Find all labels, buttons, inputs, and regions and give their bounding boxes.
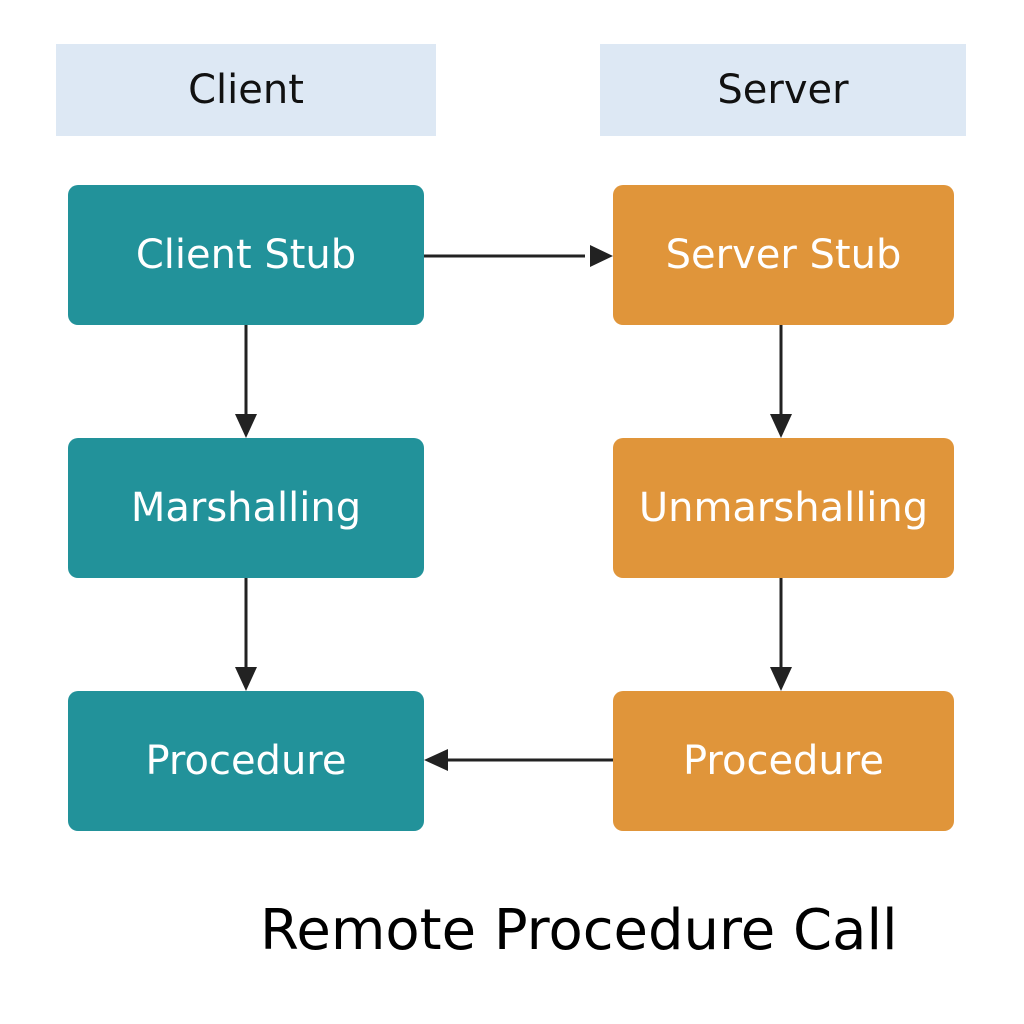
arrowhead-client-stub-to-server-stub	[590, 245, 613, 267]
server-column-header: Server	[600, 44, 966, 136]
arrowhead-marshalling-to-procedure	[235, 667, 257, 691]
arrowhead-client-stub-to-marshalling	[235, 414, 257, 438]
arrowhead-unmarshalling-to-procedure	[770, 667, 792, 691]
arrowhead-server-procedure-to-client-procedure	[424, 749, 448, 771]
arrowhead-server-stub-to-unmarshalling	[770, 414, 792, 438]
diagram-title: Remote Procedure Call	[260, 898, 898, 963]
client-column-header: Client	[56, 44, 436, 136]
server-stub-box: Server Stub	[613, 185, 954, 325]
client-procedure-box: Procedure	[68, 691, 424, 831]
unmarshalling-box: Unmarshalling	[613, 438, 954, 578]
marshalling-box: Marshalling	[68, 438, 424, 578]
server-procedure-box: Procedure	[613, 691, 954, 831]
client-stub-box: Client Stub	[68, 185, 424, 325]
